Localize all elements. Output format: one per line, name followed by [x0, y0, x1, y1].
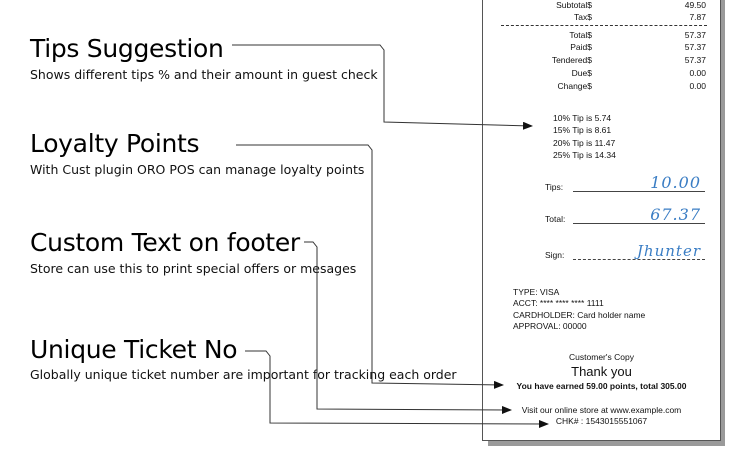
customer-copy-label: Customer's Copy — [569, 352, 634, 362]
thank-you: Thank you — [571, 364, 632, 379]
card-info-line: ACCT: **** **** **** 1111 — [513, 298, 604, 308]
tips-line: Tips: 10.00 — [545, 170, 705, 194]
row-value: 0.00 — [689, 68, 706, 78]
feature-title: Loyalty Points — [30, 129, 200, 158]
card-info-line: TYPE: VISA — [513, 287, 560, 297]
row-value: 57.37 — [684, 55, 706, 65]
receipt-row-due: Due$ 0.00 — [483, 68, 720, 79]
dashed-separator — [501, 25, 707, 26]
feature-title: Unique Ticket No — [30, 335, 238, 364]
feature-description: With Cust plugin ORO POS can manage loya… — [30, 162, 365, 177]
row-value: 49.50 — [684, 0, 706, 10]
tip-suggestion: 15% Tip is 8.61 — [553, 125, 612, 135]
card-info-line: APPROVAL: 00000 — [513, 321, 587, 331]
total-handwritten: 67.37 — [650, 205, 701, 224]
card-info-line: CARDHOLDER: Card holder name — [513, 310, 646, 320]
feature-title: Tips Suggestion — [30, 34, 224, 63]
row-value: 7.87 — [689, 12, 706, 22]
row-label: Tax$ — [574, 12, 592, 22]
connector-ticket — [245, 350, 549, 428]
tips-label: Tips: — [545, 182, 564, 192]
receipt-row-paid: Paid$ 57.37 — [483, 42, 720, 53]
sign-label: Sign: — [545, 250, 565, 260]
feature-description: Globally unique ticket number are import… — [30, 367, 457, 382]
tip-suggestion: 25% Tip is 14.34 — [553, 150, 616, 160]
total-line: Total: 67.37 — [545, 202, 705, 226]
row-label: Change$ — [557, 81, 592, 91]
row-label: Due$ — [571, 68, 592, 78]
receipt-row-subtotal: Subtotal$ 49.50 — [483, 0, 720, 11]
total-label: Total: — [545, 214, 566, 224]
row-label: Paid$ — [570, 42, 592, 52]
tips-handwritten: 10.00 — [650, 173, 701, 192]
receipt: Subtotal$ 49.50 Tax$ 7.87 Total$ 57.37 P… — [482, 0, 721, 441]
row-label: Subtotal$ — [556, 0, 592, 10]
feature-description: Shows different tips % and their amount … — [30, 67, 378, 82]
receipt-row-tendered: Tendered$ 57.37 — [483, 55, 720, 66]
feature-title: Custom Text on footer — [30, 228, 300, 257]
row-value: 57.37 — [684, 42, 706, 52]
ticket-number: CHK# : 1543015551067 — [555, 416, 648, 426]
connector-loyalty — [236, 144, 504, 389]
receipt-row-change: Change$ 0.00 — [483, 81, 720, 92]
receipt-row-tax: Tax$ 7.87 — [483, 12, 720, 23]
tip-suggestion: 10% Tip is 5.74 — [553, 113, 612, 123]
sign-underline — [573, 259, 705, 260]
connector-tips — [232, 44, 533, 130]
receipt-row-total: Total$ 57.37 — [483, 30, 720, 41]
feature-description: Store can use this to print special offe… — [30, 261, 357, 276]
row-label: Tendered$ — [551, 55, 592, 65]
row-value: 0.00 — [689, 81, 706, 91]
tip-suggestion: 20% Tip is 11.47 — [553, 138, 616, 148]
row-label: Total$ — [569, 30, 592, 40]
loyalty-points-text: You have earned 59.00 points, total 305.… — [516, 381, 687, 391]
total-underline — [573, 223, 705, 224]
row-value: 57.37 — [684, 30, 706, 40]
footer-custom-text: Visit our online store at www.example.co… — [521, 405, 682, 415]
sign-line: Sign: Jhunter — [545, 238, 705, 262]
signature: Jhunter — [636, 242, 701, 260]
connector-footer — [304, 241, 512, 414]
tips-underline — [573, 191, 705, 192]
